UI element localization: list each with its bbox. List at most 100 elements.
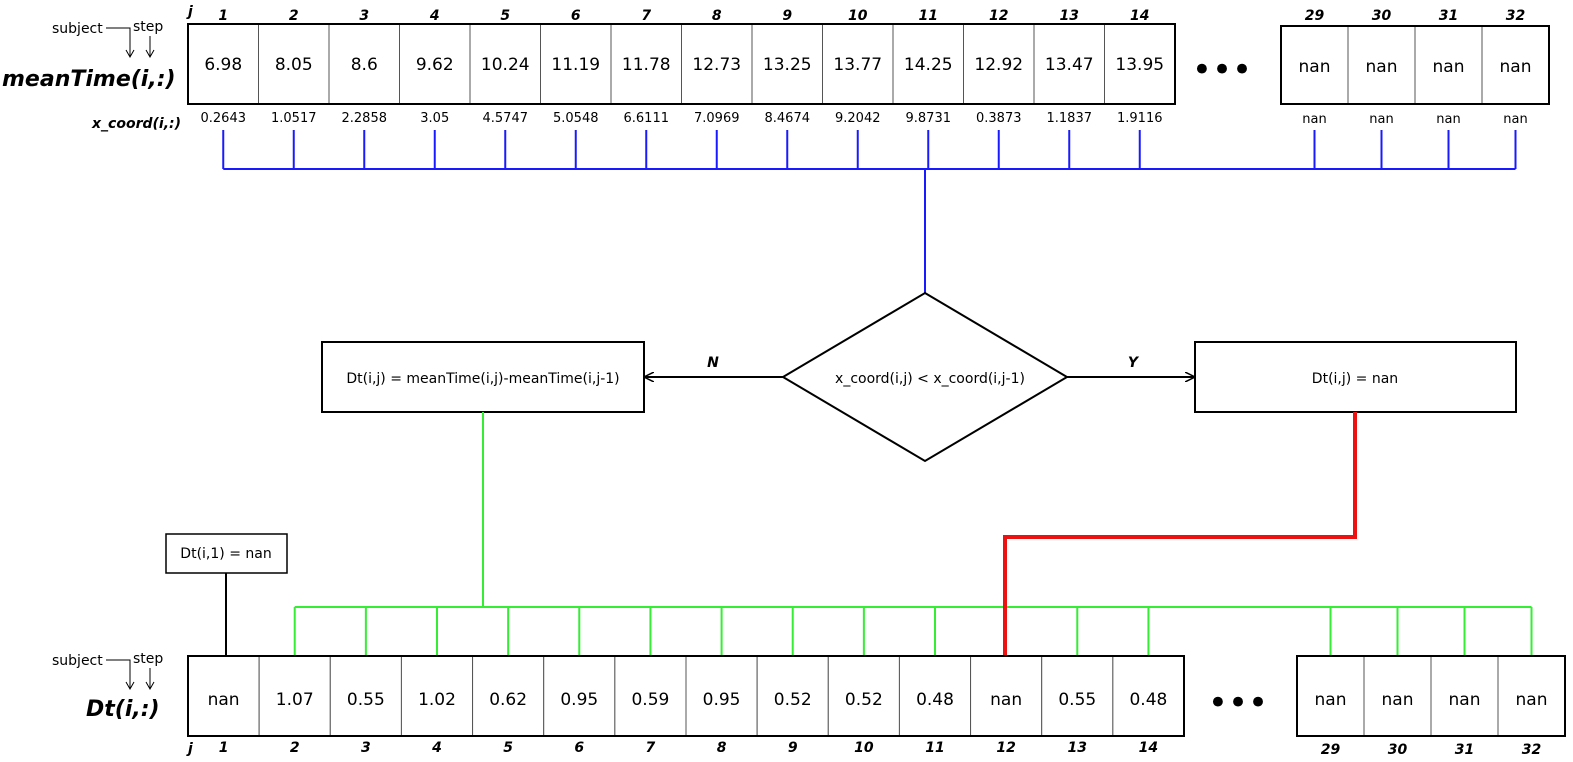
yes-label: Y [1128,355,1140,371]
xcoord-value: 1.1837 [1047,111,1093,126]
decision-diamond [781,291,1069,463]
xcoord-value: nan [1436,112,1460,127]
dt-value: 0.52 [845,690,883,710]
dt-cell [970,655,1043,737]
dt-value: 0.95 [560,690,598,710]
dt-cell [329,655,402,737]
column-index: 31 [1439,8,1458,24]
column-index: 10 [854,740,874,756]
dt-cell [1041,655,1114,737]
xcoord-value: 1.0517 [271,111,317,126]
meantime-value: 13.25 [763,55,812,75]
column-index: 9 [782,8,792,24]
dt-cell [187,655,260,737]
red-connector-path [1003,412,1357,659]
xcoord-value: 8.4674 [765,111,811,126]
column-index: 31 [1455,742,1474,758]
green-connector-bus [293,412,1533,656]
dt-frame-b-border [1296,655,1566,737]
meantime-value: nan [1299,57,1331,77]
column-index: 1 [219,740,229,756]
meantime-value: 11.19 [551,55,600,75]
dt-value: 1.02 [418,690,456,710]
j-label-top: j [186,4,193,20]
column-index: 14 [1130,8,1149,24]
subject-label-bottom: subject [52,653,103,669]
column-index: 9 [788,740,798,756]
meantime-value: nan [1366,57,1398,77]
xcoord-value: nan [1302,112,1326,127]
dt-cell [1112,655,1185,737]
column-index: 7 [641,8,651,24]
dt-value: 0.55 [347,690,385,710]
meantime-value: 9.62 [416,55,454,75]
meantime-value: 8.05 [275,55,313,75]
column-index: 30 [1388,742,1408,758]
dt-row-label: Dt(i,:) [86,697,160,722]
dt-value: 0.48 [1129,690,1167,710]
meantime-cell [822,23,894,105]
dt-cell [1430,655,1499,737]
xcoord-row-label: x_coord(i,:) [91,116,181,132]
dt-cell [258,655,331,737]
column-index: 8 [712,8,722,24]
column-index: 12 [989,8,1008,24]
subject-label: subject [52,21,103,37]
yes-action-text: Dt(i,j) = nan [1312,371,1398,387]
meantime-value: nan [1500,57,1532,77]
meantime-frame-a-border [187,23,1176,105]
ellipsis-bottom: ••• [1208,683,1268,723]
meantime-value: 14.25 [904,55,953,75]
no-label: N [707,355,719,371]
meantime-cell [1104,23,1176,105]
column-index: 13 [1060,8,1079,24]
column-index: 5 [503,740,513,756]
meantime-row-label: meanTime(i,:) [2,67,176,92]
no-action-text: Dt(i,j) = meanTime(i,j)-meanTime(i,j-1) [346,371,619,387]
dt-value: 1.07 [276,690,314,710]
column-index: 30 [1372,8,1392,24]
column-index: 7 [646,740,656,756]
column-index: 13 [1068,740,1087,756]
decision-condition: x_coord(i,j) < x_coord(i,j-1) [835,371,1025,387]
first-note-box [165,533,288,574]
meantime-frame-b-border [1280,25,1550,105]
dt-value: nan [1449,690,1481,710]
dt-value: 0.59 [631,690,669,710]
dt-value: 0.52 [774,690,812,710]
meantime-cell [1414,25,1483,105]
first-note-text: Dt(i,1) = nan [180,546,271,562]
meantime-value: nan [1433,57,1465,77]
dt-value: nan [1516,690,1548,710]
xcoord-value: 0.2643 [201,111,247,126]
step-label: step [133,19,163,35]
dt-cell [543,655,616,737]
column-index: 10 [848,8,868,24]
column-index: 8 [717,740,727,756]
xcoord-value: 3.05 [420,111,449,126]
dt-cell [898,655,972,737]
xcoord-value: 7.0969 [694,111,740,126]
meantime-value: 13.77 [833,55,882,75]
meantime-cell [1347,25,1416,105]
column-index: 2 [290,740,300,756]
subject-step-arrows-top [106,27,155,59]
meantime-cell [1033,23,1105,105]
xcoord-value: 0.3873 [976,111,1022,126]
xcoord-value: 5.0548 [553,111,599,126]
meantime-value: 6.98 [204,55,242,75]
xcoord-value: 4.5747 [483,111,529,126]
column-index: 12 [996,740,1015,756]
column-index: 6 [571,8,581,24]
column-index: 29 [1305,8,1325,24]
column-index: 11 [925,740,944,756]
